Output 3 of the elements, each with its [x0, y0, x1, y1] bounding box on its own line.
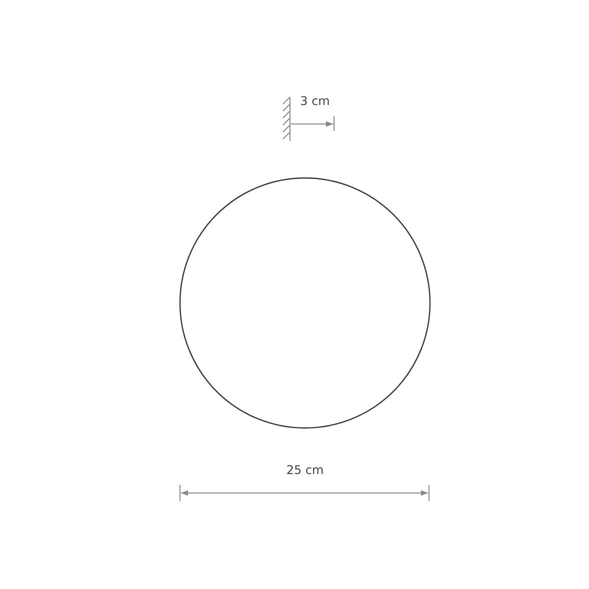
dimension-label: 25 cm — [286, 463, 324, 477]
circle-outline — [179, 177, 431, 429]
dimension-label: 3 cm — [300, 94, 330, 108]
